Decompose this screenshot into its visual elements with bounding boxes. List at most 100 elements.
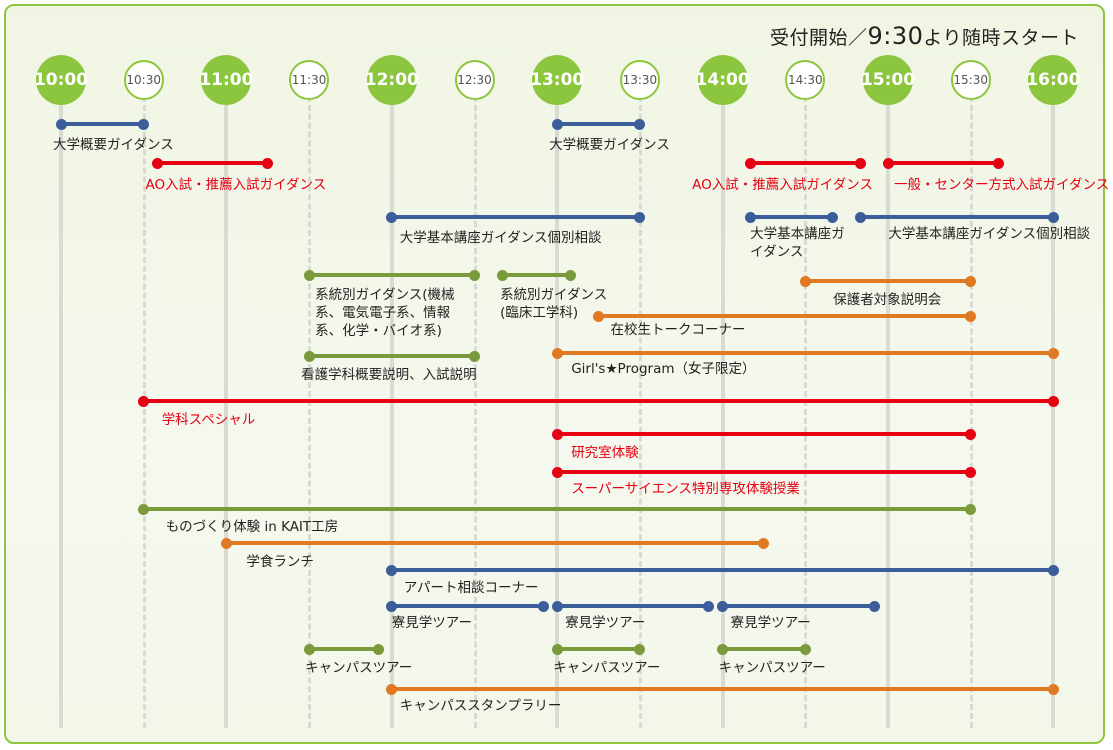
event-label: ものづくり体験 in KAIT工房: [165, 519, 339, 535]
event-end-dot: [1047, 347, 1059, 359]
event-start-dot: [744, 157, 756, 169]
time-node-1200: 12:00: [365, 55, 419, 105]
event-start-dot: [882, 157, 894, 169]
event-start-dot: [151, 157, 163, 169]
event-bar: [309, 273, 475, 277]
event-label: 大学基本講座ガイダンス: [750, 226, 845, 260]
event-start-dot: [138, 503, 150, 515]
event-start-dot: [744, 211, 756, 223]
event-label: 大学基本講座ガイダンス個別相談: [399, 230, 602, 246]
event-label: キャンパスツアー: [553, 660, 661, 676]
event-end-dot: [138, 118, 150, 130]
gridline-1300: [555, 78, 560, 728]
event-bar: [61, 122, 144, 126]
event-bar: [722, 647, 806, 651]
event-label: 保護者対象説明会: [833, 292, 942, 308]
event-bar: [226, 541, 764, 545]
event-bar: [143, 399, 1054, 403]
event-bar: [557, 470, 971, 474]
event-end-dot: [827, 211, 839, 223]
event-label: 大学概要ガイダンス: [549, 137, 670, 153]
event-label: 看護学科概要説明、入試説明: [301, 367, 477, 383]
event-bar: [157, 161, 268, 165]
event-bar: [502, 273, 571, 277]
event-bar: [557, 604, 709, 608]
reception-notice: 受付開始／9:30より随時スタート: [770, 22, 1079, 50]
event-label: 寮見学ツアー: [565, 615, 646, 631]
event-end-dot: [262, 157, 274, 169]
event-start-dot: [386, 211, 398, 223]
event-label: 系統別ガイダンス(機械系、電気電子系、情報系、化学・バイオ系): [315, 287, 455, 339]
event-start-dot: [799, 275, 811, 287]
time-node-1100: 11:00: [199, 55, 253, 105]
event-start-dot: [717, 643, 729, 655]
event-start-dot: [386, 683, 398, 695]
time-node-1500: 15:00: [861, 55, 915, 105]
event-bar: [557, 351, 1054, 355]
notice-prefix: 受付開始／: [769, 27, 868, 49]
event-bar: [309, 647, 378, 651]
event-end-dot: [965, 466, 977, 478]
event-bar: [888, 161, 999, 165]
event-start-dot: [551, 118, 563, 130]
event-end-dot: [799, 643, 811, 655]
event-end-dot: [1047, 395, 1059, 407]
gridline-1130: [308, 78, 312, 728]
event-label: 学食ランチ: [246, 554, 314, 570]
schedule-panel: 受付開始／9:30より随時スタート 10:00 10:30 11:00 11:30 12…: [4, 4, 1109, 744]
event-end-dot: [854, 157, 866, 169]
event-label: 寮見学ツアー: [391, 615, 472, 631]
event-bar: [860, 215, 1054, 219]
event-end-dot: [703, 600, 715, 612]
event-bar: [750, 161, 861, 165]
event-bar: [391, 568, 1054, 572]
event-bar: [391, 604, 544, 608]
time-node-1430: 14:30: [785, 60, 826, 100]
event-label: 研究室体験: [571, 445, 639, 461]
event-end-dot: [634, 643, 646, 655]
event-end-dot: [965, 503, 977, 515]
event-start-dot: [551, 347, 563, 359]
event-label: 在校生トークコーナー: [610, 322, 746, 338]
event-start-dot: [303, 269, 315, 281]
event-label: 大学概要ガイダンス: [53, 137, 174, 153]
event-bar: [557, 122, 640, 126]
event-start-dot: [138, 395, 150, 407]
event-label: スーパーサイエンス特別専攻体験授業: [571, 481, 800, 497]
event-end-dot: [1047, 564, 1059, 576]
event-start-dot: [551, 643, 563, 655]
gridline-1330: [638, 78, 642, 728]
event-end-dot: [1047, 211, 1059, 223]
event-label: AO入試・推薦入試ガイダンス: [145, 177, 327, 193]
event-end-dot: [565, 269, 577, 281]
time-node-1530: 15:30: [950, 60, 991, 100]
gridline-1000: [59, 78, 63, 728]
event-bar: [722, 604, 875, 608]
time-node-1130: 11:30: [289, 60, 330, 100]
time-node-1000: 10:00: [34, 55, 88, 105]
event-end-dot: [634, 211, 646, 223]
event-end-dot: [868, 600, 880, 612]
event-end-dot: [469, 269, 480, 281]
event-start-dot: [386, 600, 398, 612]
event-end-dot: [634, 118, 646, 130]
time-node-1030: 10:30: [123, 60, 164, 100]
event-label: キャンパスツアー: [305, 660, 413, 676]
gridline-1100: [224, 78, 229, 728]
event-end-dot: [372, 643, 384, 655]
event-label: 大学基本講座ガイダンス個別相談: [888, 226, 1091, 242]
event-end-dot: [965, 275, 977, 287]
event-start-dot: [551, 600, 563, 612]
time-node-1600: 16:00: [1026, 55, 1080, 105]
event-bar: [805, 279, 971, 283]
event-start-dot: [303, 350, 315, 362]
gridline-1200: [389, 78, 394, 728]
event-start-dot: [303, 643, 315, 655]
event-label: キャンパスツアー: [718, 660, 826, 676]
gridline-1530: [969, 78, 973, 728]
event-bar: [750, 215, 833, 219]
event-end-dot: [992, 157, 1004, 169]
event-label: キャンパススタンプラリー: [399, 698, 562, 714]
gridline-1400: [720, 78, 725, 728]
gridline-1230: [473, 78, 477, 728]
